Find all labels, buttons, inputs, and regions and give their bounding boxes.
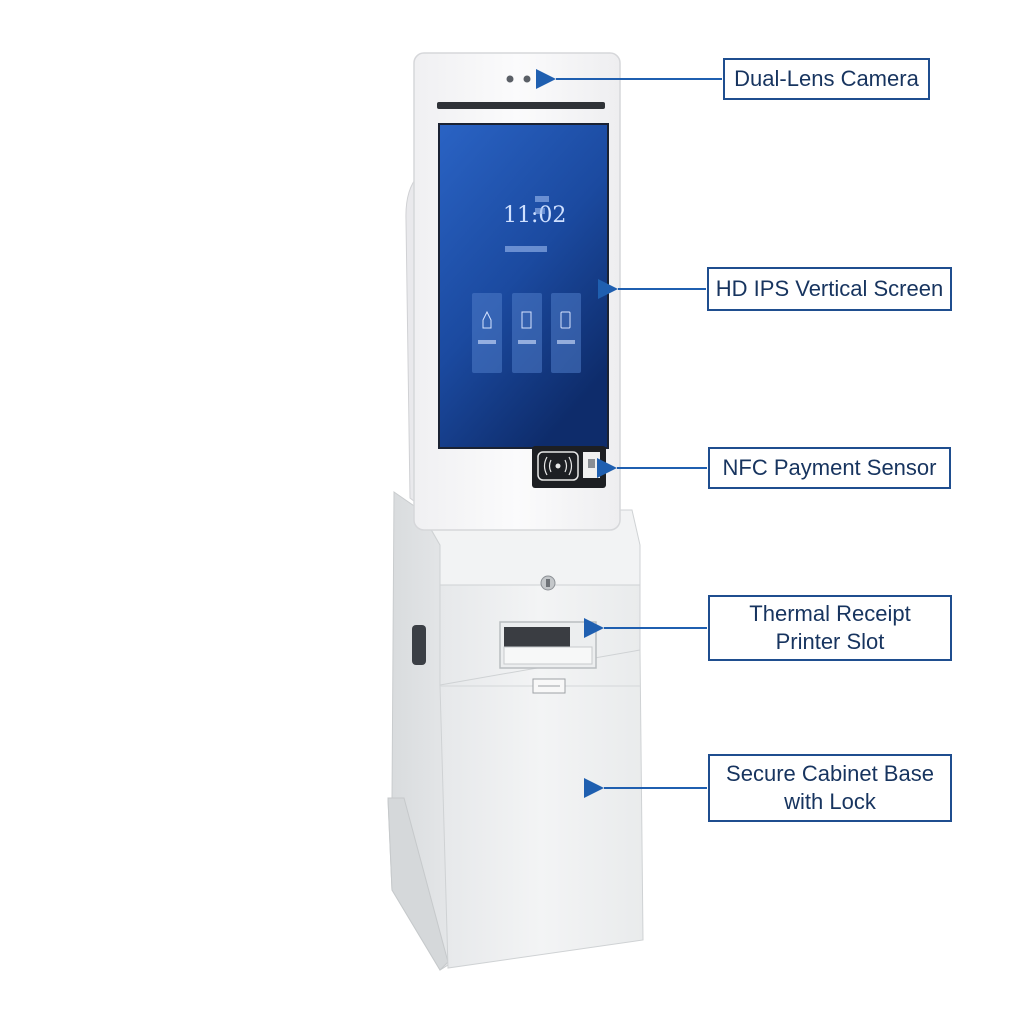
screen-subtitle-bar (505, 246, 547, 252)
screen-tile-3 (551, 293, 581, 373)
camera-icon (506, 75, 544, 83)
callout-screen: HD IPS Vertical Screen (707, 267, 952, 311)
printer-slot (499, 621, 597, 669)
screen-clock: 11:02 (503, 203, 566, 228)
callout-printer: Thermal Receipt Printer Slot (708, 595, 952, 661)
screen-tile-1 (472, 293, 502, 373)
callout-screen-label: HD IPS Vertical Screen (715, 276, 944, 301)
top-scanner-bar (437, 102, 605, 109)
callout-cabinet-line-1: Secure Cabinet Base (726, 761, 934, 786)
nfc-reader (532, 446, 606, 488)
cabinet-foot (387, 797, 449, 971)
cabinet-door (439, 649, 644, 969)
callout-nfc: NFC Payment Sensor (708, 447, 951, 489)
screen-tile-2 (512, 293, 542, 373)
lock-icon (540, 575, 556, 591)
callout-cabinet: Secure Cabinet Base with Lock (708, 754, 952, 822)
cabinet-side-handle (412, 625, 426, 665)
callout-printer-line-1: Thermal Receipt (749, 601, 911, 626)
callout-camera-label: Dual-Lens Camera (734, 66, 919, 91)
callout-camera: Dual-Lens Camera (723, 58, 930, 100)
callout-printer-line-2: Printer Slot (775, 629, 885, 654)
kiosk-display (439, 124, 608, 448)
callout-nfc-label: NFC Payment Sensor (722, 455, 937, 480)
callout-cabinet-line-2: with Lock (784, 789, 876, 814)
